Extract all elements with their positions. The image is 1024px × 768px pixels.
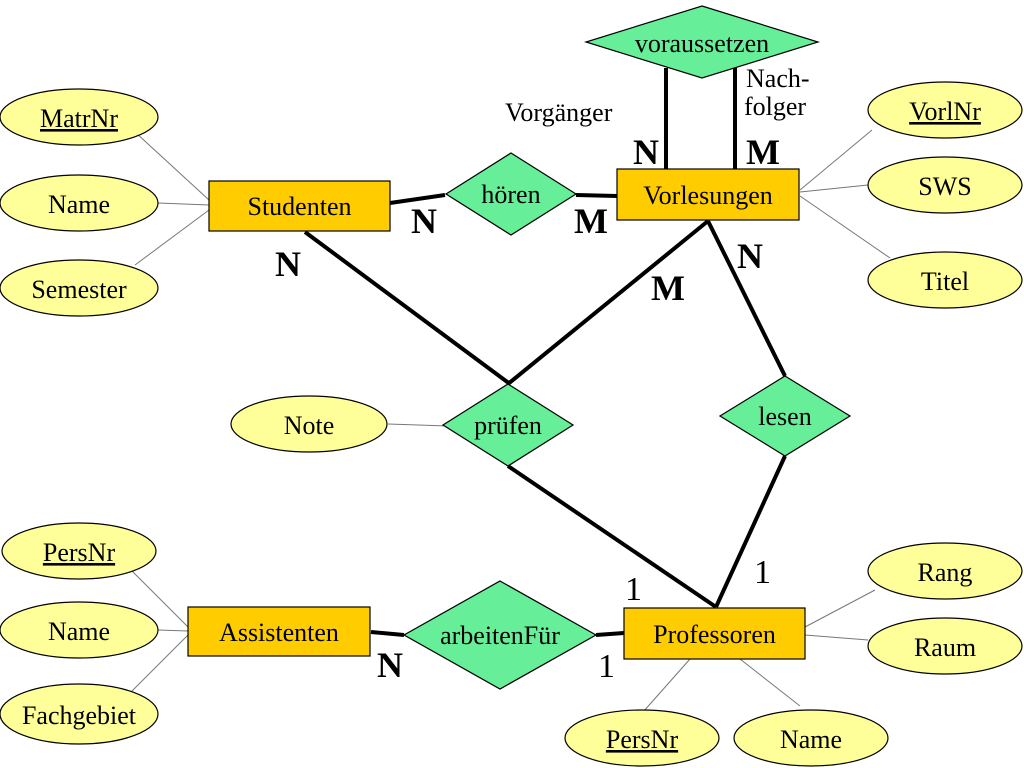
attribute-label: VorlNr (909, 97, 981, 126)
relationship-label: hören (481, 180, 540, 209)
entity-label: Vorlesungen (643, 181, 773, 210)
attribute-name-studenten[interactable]: Name (0, 174, 159, 232)
attribute-persnr-assistenten[interactable]: PersNr (1, 522, 157, 580)
entity-label: Professoren (653, 620, 776, 649)
attribute-label: MatrNr (40, 104, 118, 133)
relationship-label: voraussetzen (635, 29, 769, 58)
attribute-label: Fachgebiet (22, 701, 137, 730)
attribute-label: Name (780, 725, 842, 754)
role-vorgaenger: Vorgänger (505, 98, 613, 127)
attribute-fachgebiet[interactable]: Fachgebiet (0, 683, 159, 745)
cardinality-pruefen-vorlesungen: M (651, 268, 685, 308)
attribute-label: PersNr (606, 725, 679, 754)
cardinality-lesen-vorlesungen: N (737, 236, 763, 276)
relationship-hoeren[interactable]: hören (444, 152, 578, 236)
entity-studenten[interactable]: Studenten (208, 180, 391, 232)
cardinality-pruefen-professoren: 1 (625, 571, 642, 608)
relationship-pruefen[interactable]: prüfen (441, 383, 575, 467)
attribute-sws[interactable]: SWS (867, 156, 1023, 214)
relationship-arbeitenfuer[interactable]: arbeitenFür (402, 580, 598, 690)
relationship-label: arbeitenFür (440, 621, 560, 650)
role-nachfolger-line2: folger (744, 92, 806, 121)
relationship-lesen[interactable]: lesen (718, 375, 852, 457)
attribute-label: Name (48, 617, 110, 646)
attribute-matrnr[interactable]: MatrNr (0, 88, 159, 146)
relationship-links (303, 64, 787, 637)
attribute-label: PersNr (43, 538, 116, 567)
relationship-label: prüfen (474, 411, 542, 440)
attribute-label: SWS (918, 172, 971, 201)
attribute-name-assistenten[interactable]: Name (0, 601, 159, 659)
entity-professoren[interactable]: Professoren (623, 607, 806, 660)
entity-label: Assistenten (219, 618, 339, 647)
cardinality-lesen-professoren: 1 (754, 554, 771, 591)
attribute-titel[interactable]: Titel (867, 251, 1023, 309)
attribute-raum[interactable]: Raum (867, 617, 1023, 675)
relationship-voraussetzen[interactable]: voraussetzen (583, 5, 821, 79)
cardinality-hoeren-vorlesungen: M (574, 201, 608, 241)
cardinality-hoeren-studenten: N (411, 201, 437, 241)
entity-label: Studenten (248, 192, 352, 221)
attribute-vorlnr[interactable]: VorlNr (867, 81, 1023, 139)
attribute-label: Titel (921, 267, 969, 296)
cardinality-arbeitenfuer-professoren: 1 (598, 648, 615, 685)
entity-vorlesungen[interactable]: Vorlesungen (616, 168, 800, 221)
attribute-label: Raum (914, 633, 976, 662)
role-nachfolger-line1: Nach- (746, 64, 810, 93)
cardinality-voraussetzen-nachfolger: M (746, 132, 780, 172)
cardinality-pruefen-studenten: N (275, 244, 301, 284)
cardinality-arbeitenfuer-assistenten: N (377, 645, 403, 685)
attribute-semester[interactable]: Semester (0, 259, 159, 317)
attribute-label: Name (48, 190, 110, 219)
relationship-label: lesen (758, 402, 811, 431)
attribute-note[interactable]: Note (230, 395, 388, 453)
attribute-label: Rang (918, 558, 973, 587)
attribute-persnr-professoren[interactable]: PersNr (564, 709, 720, 767)
attribute-links (130, 129, 891, 713)
attribute-rang[interactable]: Rang (867, 542, 1023, 600)
cardinality-voraussetzen-vorgaenger: N (633, 132, 659, 172)
attribute-label: Note (284, 411, 335, 440)
attribute-label: Semester (31, 275, 127, 304)
attribute-name-professoren[interactable]: Name (733, 709, 889, 767)
entity-assistenten[interactable]: Assistenten (187, 606, 371, 657)
